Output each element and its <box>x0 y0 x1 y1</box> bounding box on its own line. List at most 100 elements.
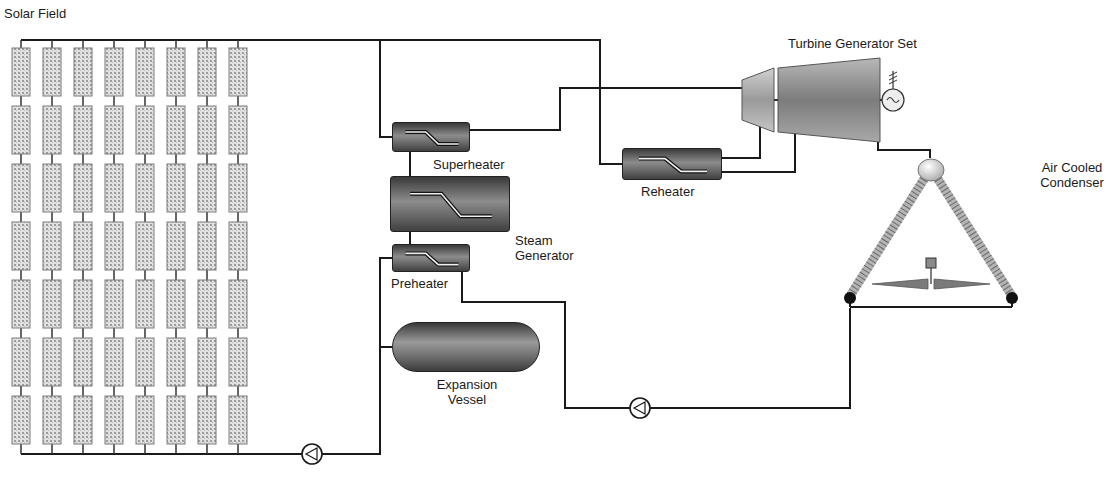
generator-symbol <box>882 89 904 111</box>
pipe-connector <box>470 88 742 130</box>
collector-loop <box>198 280 216 328</box>
pipe-connector <box>722 142 760 158</box>
pipe-connector <box>409 152 411 176</box>
collector-loop <box>229 48 247 96</box>
grid-line <box>889 76 897 80</box>
collector-loop <box>12 396 30 444</box>
exchanger-symbol <box>639 159 707 172</box>
condenser-bank <box>850 176 926 296</box>
collector-loop <box>43 338 61 386</box>
steam-generator-shape <box>391 177 511 233</box>
air-cooled-condenser: Air Cooled Condenser <box>840 158 1022 308</box>
collector-loop <box>74 222 92 270</box>
collector-loop <box>198 396 216 444</box>
condensate-drum <box>1006 292 1018 304</box>
field-header <box>21 39 258 41</box>
field-header <box>21 453 258 455</box>
exchanger-symbol <box>405 132 458 144</box>
steam-generator: Steam Generator <box>390 176 510 232</box>
collector-loop <box>12 48 30 96</box>
reheater: Reheater <box>622 148 722 180</box>
generator-symbol <box>887 98 899 103</box>
collector-loop <box>74 48 92 96</box>
collector-loop <box>74 396 92 444</box>
collector-loop <box>74 164 92 212</box>
collector-loop <box>198 164 216 212</box>
collector-loop <box>229 164 247 212</box>
grid-line <box>889 80 897 84</box>
fan-blade <box>934 279 990 289</box>
component-label: Preheater <box>391 276 448 291</box>
exchanger-symbol <box>405 132 458 144</box>
collector-loop <box>43 106 61 154</box>
collector-loop <box>43 164 61 212</box>
turbine-generator: Turbine Generator Set <box>742 58 906 142</box>
superheater: Superheater <box>392 122 470 152</box>
collector-loop <box>167 396 185 444</box>
pipe-connector <box>258 40 392 137</box>
component-label: Reheater <box>641 184 694 199</box>
collector-loop <box>136 222 154 270</box>
collector-loop <box>167 338 185 386</box>
component-label: Superheater <box>433 157 505 172</box>
collector-loop <box>74 338 92 386</box>
collector-loop <box>43 396 61 444</box>
exchanger-symbol <box>405 253 458 264</box>
collector-loop <box>229 338 247 386</box>
collector-loop <box>136 396 154 444</box>
collector-loop <box>105 48 123 96</box>
reheater-shape <box>623 149 723 181</box>
exchanger-symbol <box>410 194 492 216</box>
preheater-shape <box>393 245 471 273</box>
pipe-connector <box>409 232 411 244</box>
collector-loop <box>167 164 185 212</box>
component-label: Solar Field <box>4 6 66 21</box>
condensate-drum <box>844 292 856 304</box>
component-label: Air Cooled Condenser <box>1036 160 1108 190</box>
collector-loop <box>136 106 154 154</box>
htf-pump <box>302 444 322 464</box>
hp-turbine <box>742 68 774 132</box>
component-label: Turbine Generator Set <box>788 36 917 51</box>
pipe-connector <box>258 40 622 164</box>
feed-pump <box>630 398 650 418</box>
collector-loop <box>12 164 30 212</box>
fan-hub <box>930 268 932 284</box>
collector-loop <box>198 222 216 270</box>
collector-loop <box>105 222 123 270</box>
collector-loop <box>229 222 247 270</box>
collector-loop <box>43 222 61 270</box>
condenser-bank <box>850 176 926 296</box>
lp-turbine <box>778 58 880 142</box>
collector-loop <box>105 396 123 444</box>
pipe-connector <box>878 142 930 158</box>
expansion-vessel: Expansion Vessel <box>392 322 540 372</box>
collector-loop <box>12 338 30 386</box>
shaft <box>774 99 778 101</box>
exchanger-symbol <box>410 194 492 216</box>
collector-loop <box>167 222 185 270</box>
preheater: Preheater <box>392 244 470 272</box>
collector-loop <box>43 280 61 328</box>
component-label: Expansion Vessel <box>427 377 507 407</box>
solar-field-shape <box>6 36 258 458</box>
collector-loop <box>229 280 247 328</box>
solar-field: Solar Field <box>6 36 258 458</box>
collector-loop <box>105 280 123 328</box>
collector-loop <box>167 106 185 154</box>
collector-loop <box>105 338 123 386</box>
collector-loop <box>136 338 154 386</box>
collector-loop <box>74 106 92 154</box>
collector-loop <box>136 280 154 328</box>
collector-loop <box>12 280 30 328</box>
pipe-connector <box>258 347 392 454</box>
turbine-stub <box>794 133 796 142</box>
collector-loop <box>43 48 61 96</box>
exchanger-symbol <box>405 253 458 264</box>
collector-loop <box>105 106 123 154</box>
condensate-header <box>850 306 1012 308</box>
collector-loop <box>229 106 247 154</box>
grid-line <box>889 72 897 76</box>
